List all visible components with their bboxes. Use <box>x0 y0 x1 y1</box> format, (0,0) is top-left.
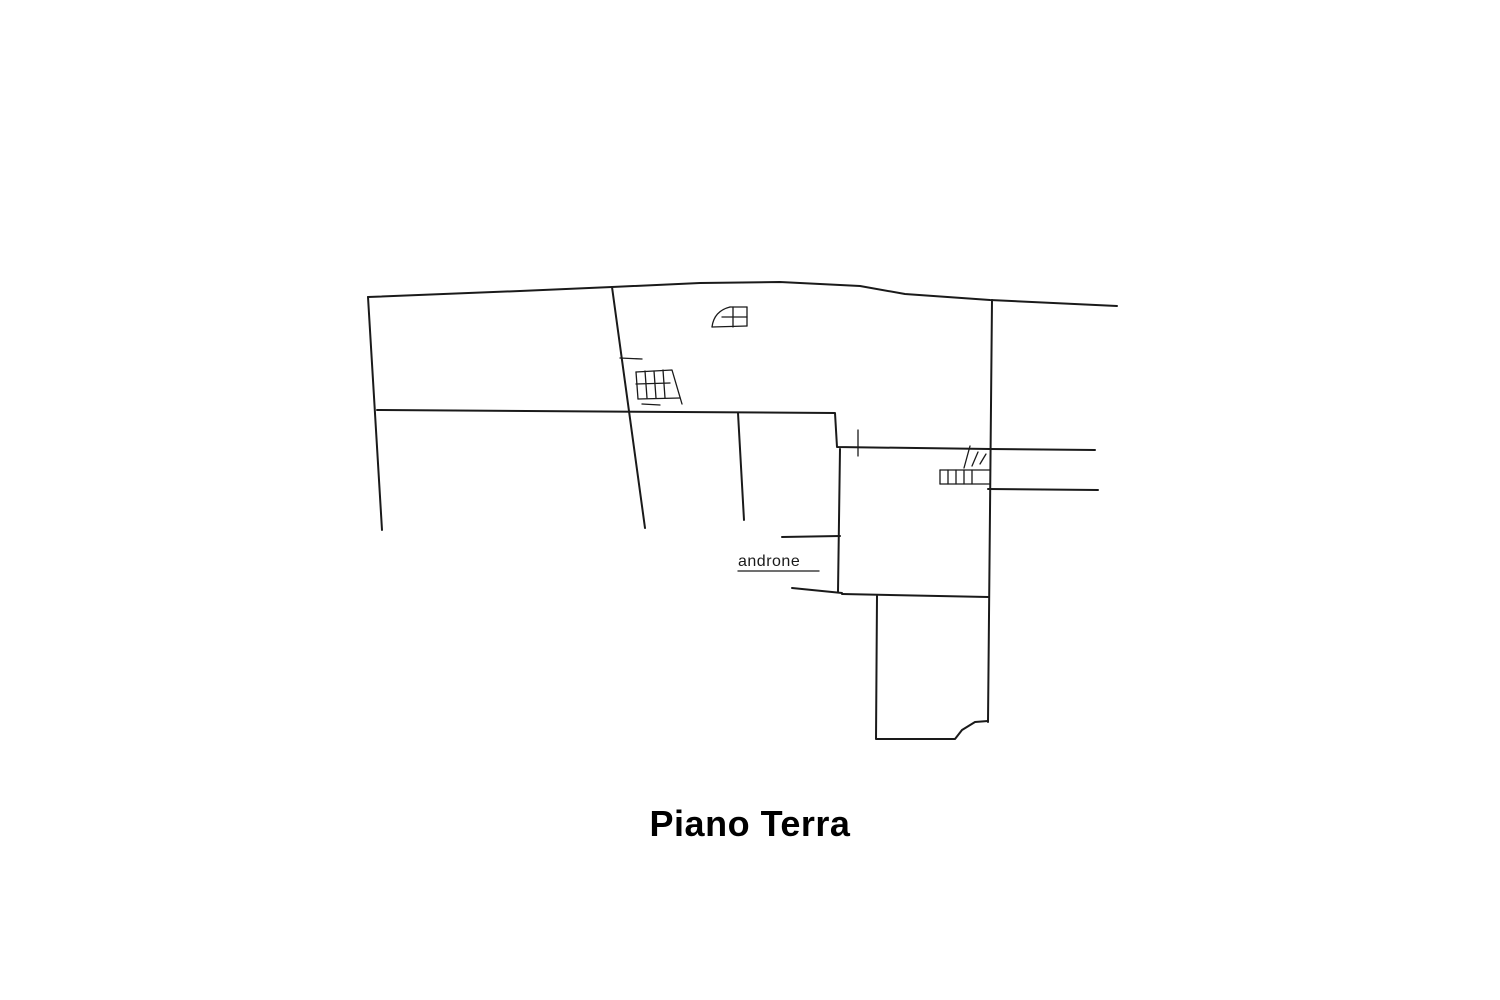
spiral-stair-symbol <box>711 306 748 328</box>
androne-lower-jamb <box>791 587 843 594</box>
upper-partition-wall <box>611 286 646 529</box>
stair-symbol-left <box>619 357 683 406</box>
corridor-line-upper <box>989 448 1096 451</box>
androne-label: androne <box>738 553 800 570</box>
androne-south-wall <box>841 593 989 598</box>
middle-horizontal-wall <box>376 409 991 450</box>
androne-upper-jamb <box>781 535 841 538</box>
androne-east-wall <box>837 448 841 593</box>
floor-title: Piano Terra <box>649 803 851 844</box>
stair-symbol-right <box>939 445 991 485</box>
lower-annex-walls <box>875 595 989 740</box>
right-vertical-wall <box>987 299 993 723</box>
left-outer-wall <box>367 296 383 531</box>
inner-partition-wall <box>737 412 745 521</box>
corridor-line-lower <box>987 488 1099 491</box>
top-boundary-wall <box>367 281 1118 307</box>
